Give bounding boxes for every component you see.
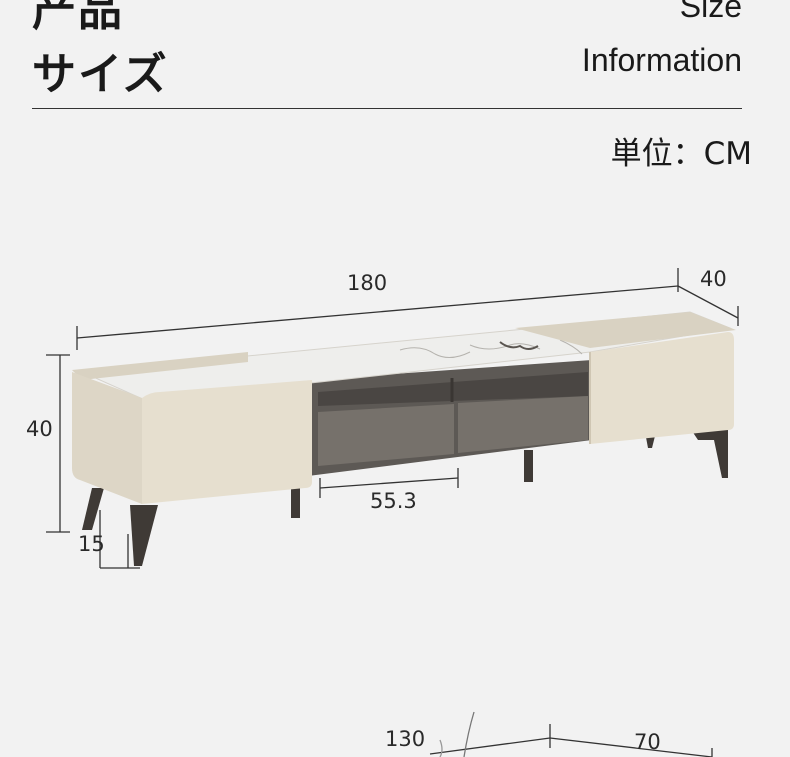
unit-label: 単位：CM: [610, 136, 752, 172]
width-dimension-label: 180: [347, 271, 387, 295]
product-title-top: 产品: [32, 0, 124, 36]
left-cabinet-top-rim: [72, 352, 248, 380]
next-depth-dimension-label: 70: [634, 730, 661, 754]
depth-dimension-label: 40: [700, 267, 727, 291]
drawer-width-dimension-label: 55.3: [370, 489, 417, 513]
right-cabinet-door: [590, 332, 734, 444]
right-cabinet-top-rim: [515, 312, 736, 348]
header-divider: [32, 108, 742, 109]
leg-height-dimension-label: 15: [78, 532, 105, 556]
size-heading: Size: [679, 0, 742, 24]
information-heading: Information: [581, 42, 742, 78]
height-dimension-label: 40: [26, 417, 53, 441]
left-cabinet-body: [72, 372, 142, 504]
drawer-left: [318, 404, 454, 466]
next-product-preview: [429, 711, 713, 757]
product-size-title: サイズ: [32, 49, 169, 100]
dimension-lines: [46, 268, 739, 569]
cabinet-legs: [82, 428, 728, 566]
left-cabinet-door: [142, 380, 312, 504]
next-width-dimension-label: 130: [385, 727, 425, 751]
drawer-right: [458, 396, 588, 453]
